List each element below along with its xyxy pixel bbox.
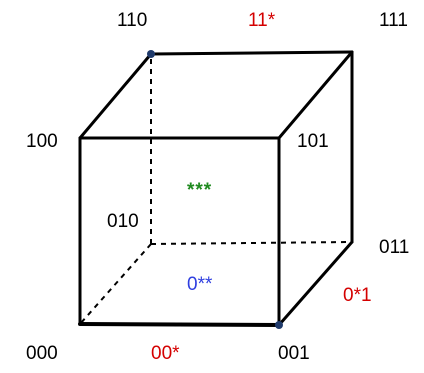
edge-111-101 [277, 50, 354, 140]
subcube-label-0x1: 0*1 [343, 285, 372, 306]
vertex-label-011: 011 [379, 237, 409, 258]
vertex-label-101: 101 [297, 131, 329, 152]
vertex-label-000: 000 [26, 343, 58, 364]
edge-010-000 [79, 243, 152, 325]
vertex-dot-001 [275, 321, 283, 329]
subcube-label-11x: 11* [248, 10, 276, 31]
vertex-label-100: 100 [26, 131, 58, 152]
subcube-label-00x: 00* [151, 343, 180, 364]
vertex-dot-110 [147, 50, 155, 58]
vertex-label-001: 001 [278, 343, 310, 364]
edge-011-001 [277, 240, 354, 327]
vertex-label-111: 111 [379, 10, 408, 31]
edge-110-111 [149, 50, 354, 56]
subcube-label-0xx: 0** [187, 274, 213, 295]
vertex-label-110: 110 [117, 10, 147, 31]
vertex-label-010: 010 [107, 211, 139, 232]
edge-010-011 [150, 241, 353, 245]
edge-000-001 [78, 322, 281, 327]
edge-110-100 [78, 52, 153, 140]
subcube-label-xxx: *** [187, 180, 212, 201]
